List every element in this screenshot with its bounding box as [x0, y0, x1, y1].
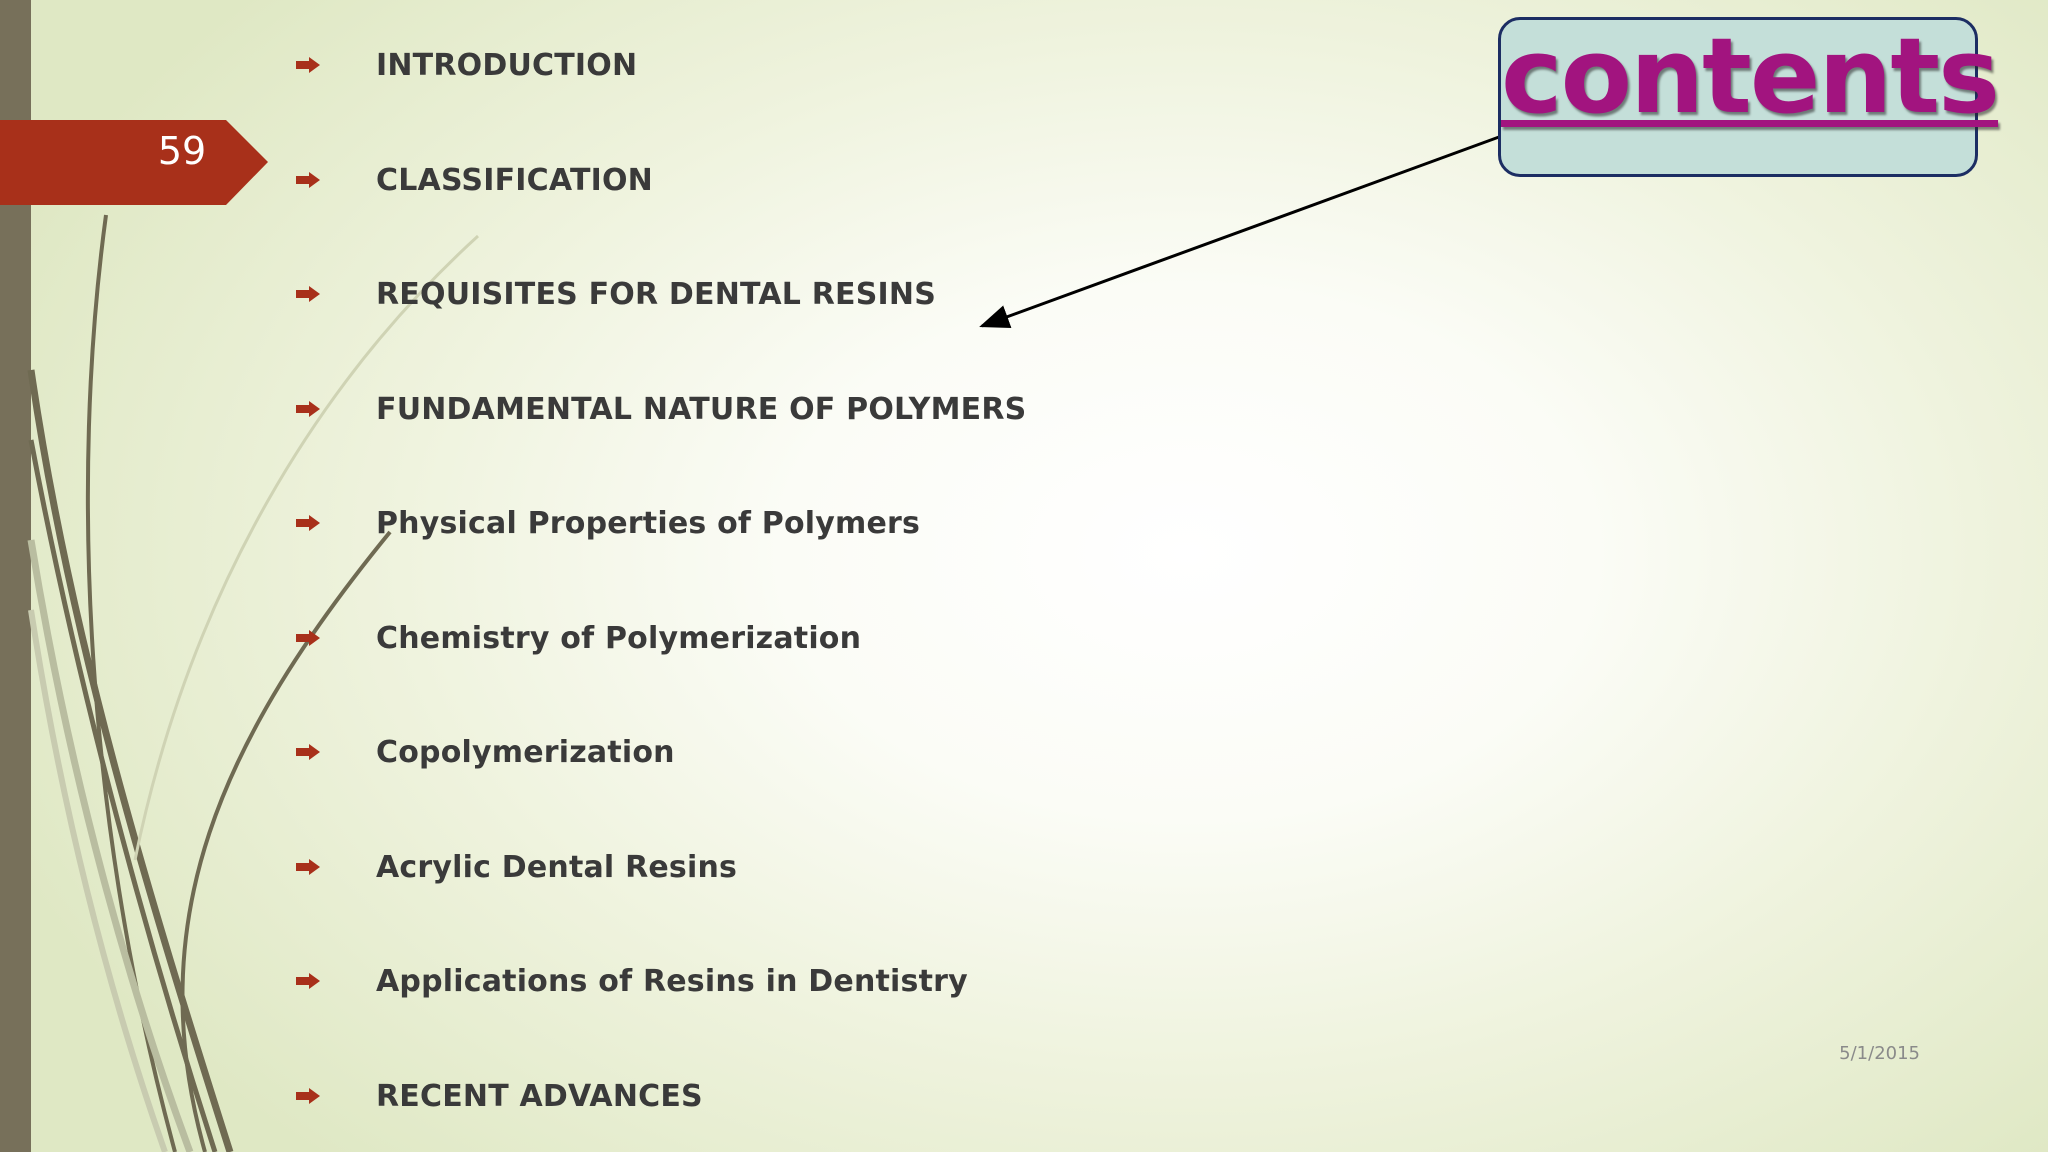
list-item-label: Chemistry of Polymerization	[376, 620, 862, 656]
right-arrow-bullet-icon	[296, 859, 320, 875]
right-arrow-bullet-icon	[296, 744, 320, 760]
contents-callout: contents	[1498, 15, 2000, 177]
list-item-label: FUNDAMENTAL NATURE OF POLYMERS	[376, 391, 1027, 427]
list-item: Copolymerization	[296, 722, 1196, 782]
right-arrow-bullet-icon	[296, 286, 320, 302]
right-arrow-bullet-icon	[296, 401, 320, 417]
list-item: INTRODUCTION	[296, 35, 1196, 95]
list-item-label: CLASSIFICATION	[376, 162, 653, 198]
list-item: Acrylic Dental Resins	[296, 837, 1196, 897]
list-item-label: Physical Properties of Polymers	[376, 505, 921, 541]
callout-title: contents	[1501, 15, 2000, 137]
slide-date: 5/1/2015	[1839, 1043, 1920, 1064]
list-item-label: INTRODUCTION	[376, 47, 638, 83]
page-tab-shape	[0, 120, 268, 205]
list-item-label: Copolymerization	[376, 734, 675, 770]
page-number: 59	[157, 129, 207, 173]
right-arrow-bullet-icon	[296, 515, 320, 531]
right-arrow-bullet-icon	[296, 1088, 320, 1104]
list-item: Physical Properties of Polymers	[296, 493, 1196, 553]
list-item: REQUISITES FOR DENTAL RESINS	[296, 264, 1196, 324]
list-item-label: RECENT ADVANCES	[376, 1078, 703, 1114]
list-item-label: Acrylic Dental Resins	[376, 849, 738, 885]
list-item-label: Applications of Resins in Dentistry	[376, 963, 968, 999]
list-item: RECENT ADVANCES	[296, 1066, 1196, 1126]
right-arrow-bullet-icon	[296, 172, 320, 188]
list-item: Applications of Resins in Dentistry	[296, 951, 1196, 1011]
right-arrow-bullet-icon	[296, 973, 320, 989]
right-arrow-bullet-icon	[296, 57, 320, 73]
list-item: FUNDAMENTAL NATURE OF POLYMERS	[296, 379, 1196, 439]
right-arrow-bullet-icon	[296, 630, 320, 646]
page-number-tab: 59	[0, 120, 268, 205]
list-item: Chemistry of Polymerization	[296, 608, 1196, 668]
list-item-label: REQUISITES FOR DENTAL RESINS	[376, 276, 937, 312]
list-item: CLASSIFICATION	[296, 150, 1196, 210]
